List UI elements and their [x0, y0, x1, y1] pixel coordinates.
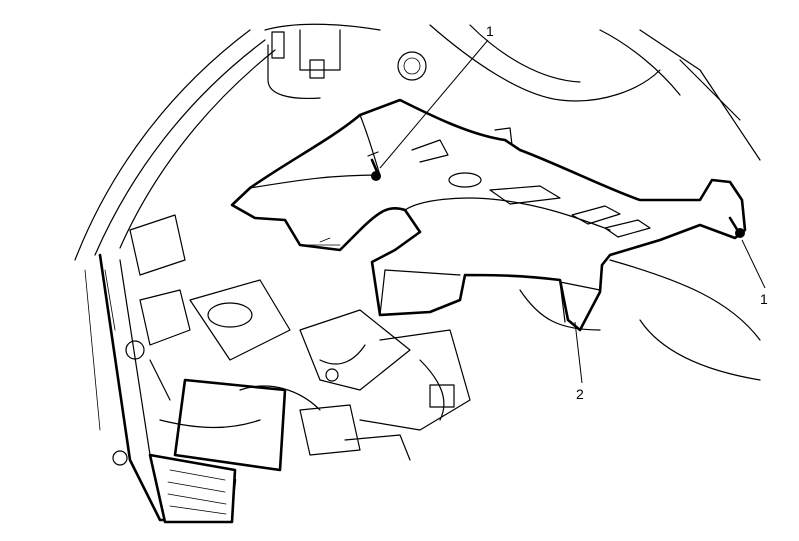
- under-dash-components: [84, 214, 471, 461]
- bolt-1-right: [728, 216, 745, 238]
- vehicle-interior-structure: [74, 23, 761, 381]
- bolt-fasteners: [367, 151, 745, 238]
- leader-2: [574, 321, 583, 384]
- callout-1-right: 1: [760, 291, 768, 307]
- insulator-panel: [230, 98, 747, 332]
- leader-1-right: [741, 239, 766, 289]
- callout-2: 2: [576, 386, 584, 402]
- leader-1-top: [379, 39, 489, 169]
- pedal-assembly: [98, 253, 287, 524]
- callout-1-top: 1: [486, 23, 494, 39]
- bolt-1-top: [367, 151, 381, 181]
